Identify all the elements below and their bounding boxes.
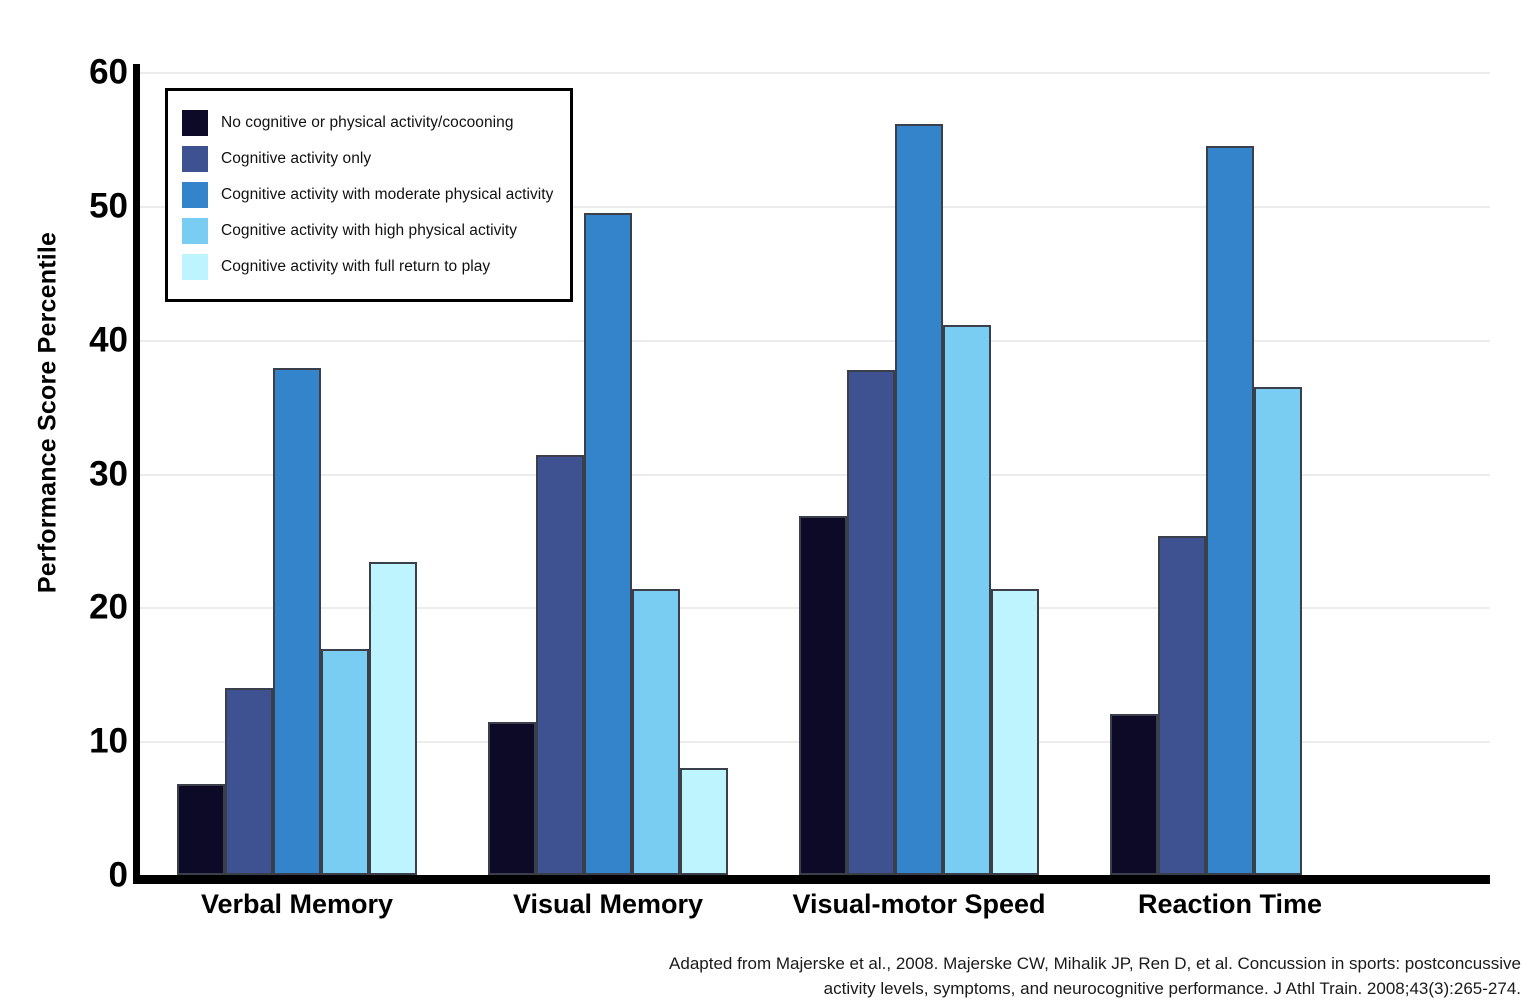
legend-item-label: No cognitive or physical activity/cocoon… (221, 114, 514, 131)
bar[interactable] (847, 370, 895, 875)
x-tick-label: Verbal Memory (200, 889, 394, 919)
gridline (139, 339, 1490, 342)
bar[interactable] (488, 722, 536, 875)
legend-item[interactable]: No cognitive or physical activity/cocoon… (182, 105, 554, 141)
y-tick-label: 0 (108, 855, 128, 895)
legend-swatch-icon (182, 110, 208, 136)
bar[interactable] (536, 454, 584, 875)
gridline (139, 473, 1490, 476)
gridline (139, 72, 1490, 74)
bar[interactable] (799, 516, 847, 875)
bar[interactable] (225, 687, 273, 875)
legend-item-label: Cognitive activity with high physical ac… (221, 222, 518, 239)
legend-item[interactable]: Cognitive activity only (182, 141, 554, 177)
bar[interactable] (321, 648, 369, 875)
bar[interactable] (584, 212, 632, 875)
gridline (139, 205, 1490, 208)
x-axis-line (133, 875, 1490, 884)
legend-item[interactable]: Cognitive activity with full return to p… (182, 249, 554, 285)
bar[interactable] (895, 124, 943, 875)
bar[interactable] (991, 588, 1039, 875)
y-axis-tick-labels: 0 10 20 30 40 50 60 (0, 0, 128, 1005)
plot-area (139, 72, 1490, 875)
y-tick-label: 10 (89, 721, 128, 761)
bar[interactable] (1110, 714, 1158, 875)
x-tick-label: Reaction Time (1137, 889, 1323, 919)
bar[interactable] (1206, 145, 1254, 875)
legend-item-label: Cognitive activity with moderate physica… (221, 186, 554, 203)
bar[interactable] (943, 324, 991, 875)
x-tick-label: Visual Memory (512, 889, 704, 919)
bar[interactable] (632, 588, 680, 875)
y-tick-label: 60 (89, 52, 128, 92)
legend-item-label: Cognitive activity only (221, 150, 372, 167)
y-tick-label: 50 (89, 186, 128, 226)
bar[interactable] (273, 367, 321, 875)
bar[interactable] (1158, 536, 1206, 875)
bar[interactable] (369, 561, 417, 875)
legend-swatch-icon (182, 218, 208, 244)
source-caption: Adapted from Majerske et al., 2008. Maje… (596, 952, 1521, 1001)
y-tick-label: 30 (89, 454, 128, 493)
y-tick-label: 20 (89, 587, 128, 627)
bar[interactable] (680, 767, 728, 875)
legend-swatch-icon (182, 146, 208, 172)
y-tick-label: 40 (89, 320, 128, 360)
legend-item[interactable]: Cognitive activity with high physical ac… (182, 213, 554, 249)
legend-swatch-icon (182, 182, 208, 208)
legend: No cognitive or physical activity/cocoon… (165, 88, 573, 302)
bar[interactable] (177, 784, 225, 875)
legend-item-label: Cognitive activity with full return to p… (221, 258, 491, 275)
x-tick-label: Visual-motor Speed (792, 889, 1046, 919)
caption-line-1: Adapted from Majerske et al., 2008. Maje… (669, 954, 1521, 973)
legend-item[interactable]: Cognitive activity with moderate physica… (182, 177, 554, 213)
bar[interactable] (1254, 386, 1302, 875)
legend-swatch-icon (182, 254, 208, 280)
y-axis-line (133, 64, 140, 882)
caption-line-2: activity levels, symptoms, and neurocogn… (823, 978, 1521, 998)
